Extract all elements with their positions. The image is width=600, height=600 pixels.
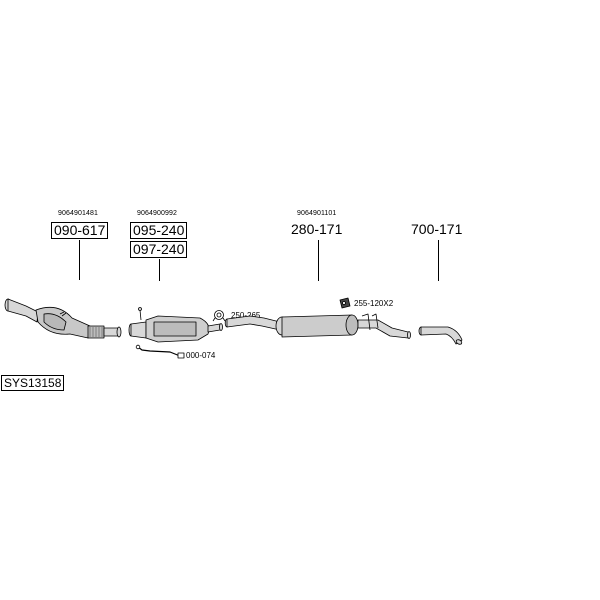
leader-line-part-1 — [79, 240, 80, 280]
front-pipe-catalyst-drawing[interactable] — [4, 298, 122, 339]
rubber-mount-icon[interactable] — [339, 297, 351, 309]
oem-number-part-1: 9064901481 — [58, 210, 98, 217]
leader-line-part-3 — [318, 240, 319, 281]
catalyst-filter-drawing[interactable] — [128, 307, 223, 343]
oem-number-part-2: 9064900992 — [137, 210, 177, 217]
accessory-label-255-120x2[interactable]: 255-120X2 — [354, 299, 394, 308]
accessory-label-000-074[interactable]: 000-074 — [186, 351, 216, 360]
sensor-drawing[interactable] — [135, 344, 185, 359]
system-code: SYS13158 — [1, 375, 65, 391]
accessory-label-250-265[interactable]: 250-265 — [231, 311, 261, 320]
leader-line-part-2 — [159, 259, 160, 281]
tailpipe-drawing[interactable] — [418, 326, 463, 345]
part-number-280-171[interactable]: 280-171 — [291, 221, 343, 237]
clamp-icon[interactable] — [212, 310, 226, 322]
oem-number-part-3: 9064901101 — [297, 210, 337, 217]
part-number-700-171[interactable]: 700-171 — [411, 221, 463, 237]
part-number-090-617[interactable]: 090-617 — [51, 222, 109, 239]
part-number-095-240[interactable]: 095-240 — [130, 222, 188, 239]
part-number-097-240[interactable]: 097-240 — [130, 241, 188, 258]
leader-line-part-4 — [438, 240, 439, 281]
muffler-pipe-drawing[interactable] — [224, 313, 411, 339]
